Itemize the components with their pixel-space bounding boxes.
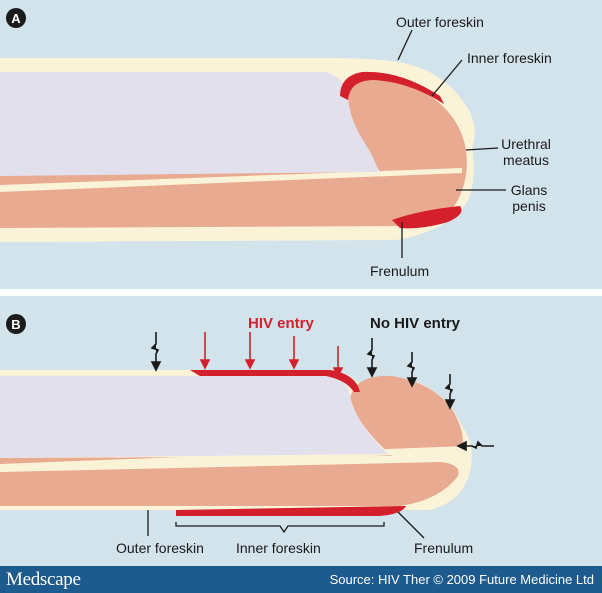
panel-a-interior bbox=[0, 72, 378, 176]
label-frenulum: Frenulum bbox=[370, 263, 430, 279]
label-b-frenulum: Frenulum bbox=[414, 540, 474, 556]
panel-divider bbox=[0, 289, 602, 296]
label-urethral-meatus-line1: Urethral bbox=[501, 136, 551, 152]
panel-b-illustration bbox=[0, 332, 494, 539]
label-glans-penis: Glans penis bbox=[510, 182, 548, 214]
label-no-hiv-entry: No HIV entry bbox=[370, 315, 461, 332]
label-b-inner-foreskin: Inner foreskin bbox=[236, 540, 321, 556]
source-credit: Source: HIV Ther © 2009 Future Medicine … bbox=[329, 572, 594, 587]
panel-a-lower-band bbox=[0, 186, 457, 218]
panel-a-illustration bbox=[0, 29, 506, 258]
panel-b-lower-band bbox=[0, 462, 459, 506]
panel-b-lower-mucosa bbox=[176, 506, 406, 516]
label-glans-penis-line2: penis bbox=[512, 198, 546, 214]
label-urethral-meatus-line2: meatus bbox=[503, 152, 549, 168]
panel-b-upper-mucosa bbox=[190, 370, 360, 392]
panel-b-interior bbox=[0, 376, 388, 458]
label-hiv-entry: HIV entry bbox=[248, 315, 314, 332]
panel-a-frenulum-fold bbox=[392, 206, 462, 229]
label-glans-penis-line1: Glans bbox=[510, 182, 548, 198]
panel-b: B HIV e bbox=[0, 296, 602, 566]
label-outer-foreskin: Outer foreskin bbox=[396, 14, 484, 30]
medscape-logo: Medscape bbox=[6, 569, 81, 590]
panel-a: A Outer foreskin Inner foreskin Urethral… bbox=[0, 0, 602, 289]
label-inner-foreskin: Inner foreskin bbox=[467, 50, 552, 66]
panel-a-urethra bbox=[0, 168, 462, 192]
panel-a-inner-foreskin-fold bbox=[340, 71, 444, 104]
panel-a-badge: A bbox=[6, 8, 26, 28]
label-b-outer-foreskin: Outer foreskin bbox=[116, 540, 204, 556]
footer-bar: Medscape Source: HIV Ther © 2009 Future … bbox=[0, 566, 602, 593]
panel-b-badge: B bbox=[6, 314, 26, 334]
panel-b-tissue bbox=[0, 375, 463, 466]
label-urethral-meatus: Urethral meatus bbox=[500, 136, 552, 168]
